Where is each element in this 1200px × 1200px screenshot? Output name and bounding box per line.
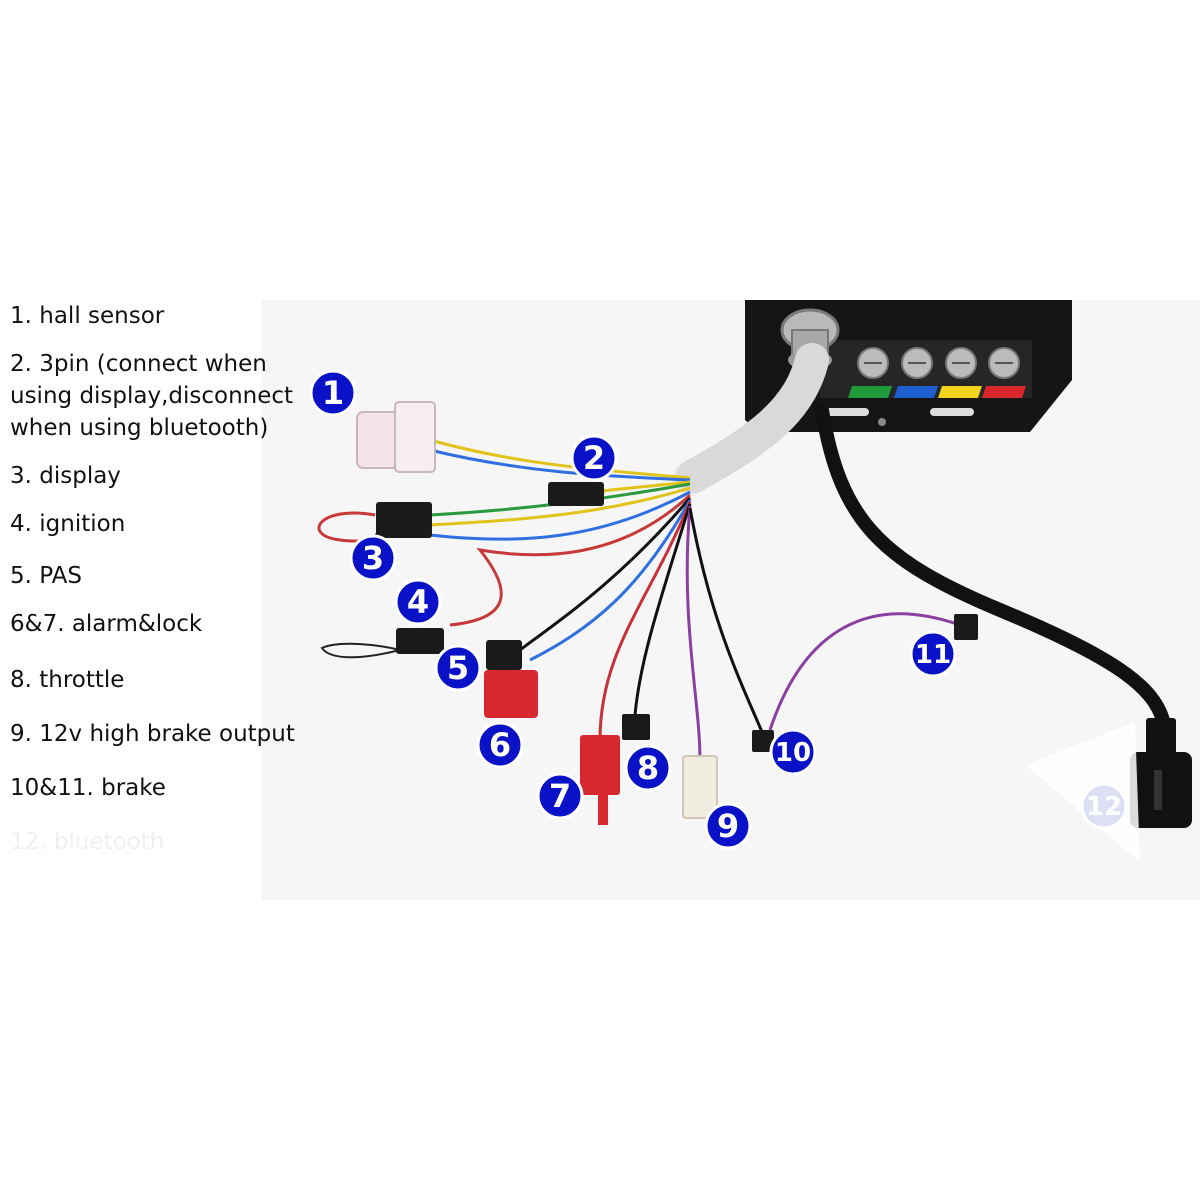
badge-label-3: 3 — [362, 539, 384, 577]
badge-circle-6 — [476, 721, 524, 769]
badge-label-8: 8 — [637, 749, 659, 787]
badge-label-1: 1 — [322, 374, 344, 412]
badge-label-10: 10 — [775, 738, 811, 768]
badge-circle-2 — [570, 434, 618, 482]
terminal-color-1 — [848, 386, 892, 398]
badge-label-2: 2 — [583, 439, 605, 477]
badge-label-12: 12 — [1086, 792, 1122, 822]
legend-item-3: 3. display — [10, 463, 121, 489]
badge-circle-12 — [1080, 782, 1128, 830]
controller-box — [745, 300, 1072, 432]
connector-pas — [486, 640, 522, 670]
badge-circle-11 — [909, 630, 957, 678]
terminal-color-strip — [848, 386, 1026, 398]
badge-circle-8 — [624, 744, 672, 792]
legend-item-1: 1. hall sensor — [10, 303, 165, 329]
badge-label-5: 5 — [447, 649, 469, 687]
legend-item-5: 5. PAS — [10, 563, 82, 589]
connector-brake-1 — [752, 730, 774, 752]
connector-lock — [580, 735, 620, 825]
legend-item-4: 4. ignition — [10, 511, 126, 537]
terminal-screws — [857, 347, 1020, 379]
badge-circle-5 — [434, 644, 482, 692]
legend-item-8: 9. 12v high brake output — [10, 721, 295, 747]
badge-circle-7 — [536, 772, 584, 820]
badge-circle-4 — [394, 578, 442, 626]
connector-ignition — [396, 628, 444, 654]
connector-brake-output — [682, 755, 718, 819]
power-cable — [815, 403, 1172, 737]
connector-brake-2 — [954, 614, 978, 640]
legend-item-6: 6&7. alarm&lock — [10, 611, 203, 637]
badge-label-4: 4 — [407, 583, 429, 621]
badge-label-9: 9 — [717, 807, 739, 845]
connector-alarm — [484, 670, 538, 718]
connector-hall-sensor — [356, 401, 436, 473]
legend-item-2: 2. 3pin (connect when using display,disc… — [10, 351, 294, 441]
badge-circle-1 — [309, 369, 357, 417]
badge-label-6: 6 — [489, 726, 511, 764]
connector-throttle — [622, 714, 650, 740]
legend-item-9: 10&11. brake — [10, 775, 166, 801]
terminal-color-4 — [982, 386, 1026, 398]
badge-circle-10 — [769, 728, 817, 776]
power-plug — [1130, 718, 1192, 828]
connector-3pin — [548, 482, 604, 506]
legend-item-7: 8. throttle — [10, 667, 125, 693]
terminal-color-2 — [894, 386, 938, 398]
legend-item-10: 12. bluetooth — [10, 829, 165, 855]
badge-label-7: 7 — [549, 777, 571, 815]
terminal-color-3 — [938, 386, 982, 398]
connector-display — [376, 502, 432, 538]
badge-circle-9 — [704, 802, 752, 850]
badge-label-11: 11 — [915, 640, 951, 670]
badge-circle-3 — [349, 534, 397, 582]
